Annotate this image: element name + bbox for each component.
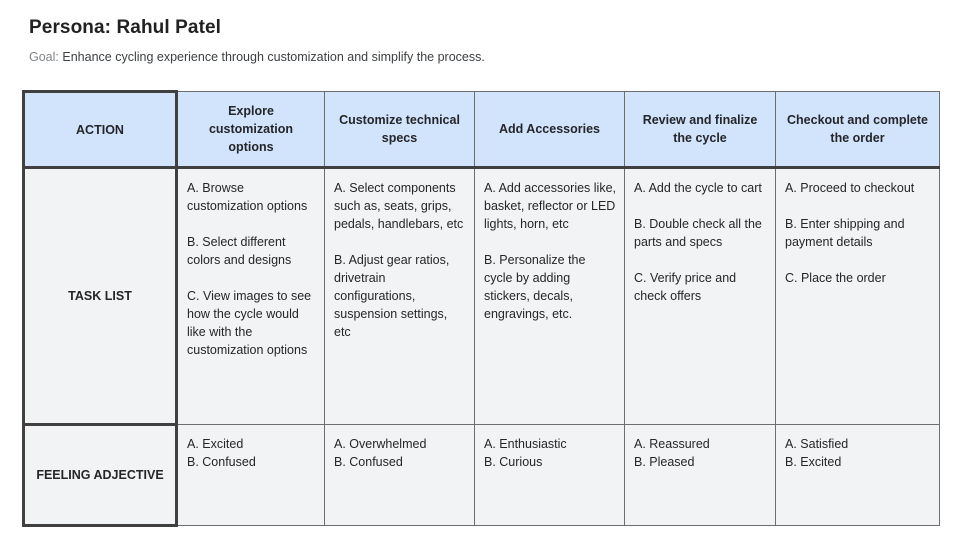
feeling-adjective-row: FEELING ADJECTIVE A. Excited B. Confused… — [22, 423, 940, 527]
task-cell-accessories: A. Add accessories like, basket, reflect… — [474, 167, 625, 425]
feeling-cell-accessories: A. Enthusiastic B. Curious — [474, 424, 625, 526]
task-list-row: TASK LIST A. Browse customization option… — [22, 166, 940, 426]
task-cell-review: A. Add the cycle to cart B. Double check… — [624, 167, 776, 425]
goal-label: Goal: — [29, 50, 59, 64]
journey-map-table: ACTION Explore customization options Cus… — [22, 90, 940, 527]
column-header-explore: Explore customization options — [176, 91, 325, 169]
corner-header-action: ACTION — [22, 90, 178, 169]
goal-text: Enhance cycling experience through custo… — [62, 50, 485, 64]
column-header-accessories: Add Accessories — [474, 91, 625, 169]
column-header-customize: Customize technical specs — [324, 91, 475, 169]
goal-line: Goal: Enhance cycling experience through… — [29, 50, 485, 64]
header-row: ACTION Explore customization options Cus… — [22, 90, 940, 169]
feeling-cell-customize: A. Overwhelmed B. Confused — [324, 424, 475, 526]
row-label-feeling-adjective: FEELING ADJECTIVE — [22, 423, 178, 527]
feeling-cell-review: A. Reassured B. Pleased — [624, 424, 776, 526]
feeling-cell-explore: A. Excited B. Confused — [176, 424, 325, 526]
page-title: Persona: Rahul Patel — [29, 17, 222, 38]
task-cell-checkout: A. Proceed to checkout B. Enter shipping… — [775, 167, 940, 425]
task-cell-explore: A. Browse customization options B. Selec… — [176, 167, 325, 425]
row-label-task-list: TASK LIST — [22, 166, 178, 426]
column-header-review: Review and finalize the cycle — [624, 91, 776, 169]
feeling-cell-checkout: A. Satisfied B. Excited — [775, 424, 940, 526]
column-header-checkout: Checkout and complete the order — [775, 91, 940, 169]
task-cell-customize: A. Select components such as, seats, gri… — [324, 167, 475, 425]
